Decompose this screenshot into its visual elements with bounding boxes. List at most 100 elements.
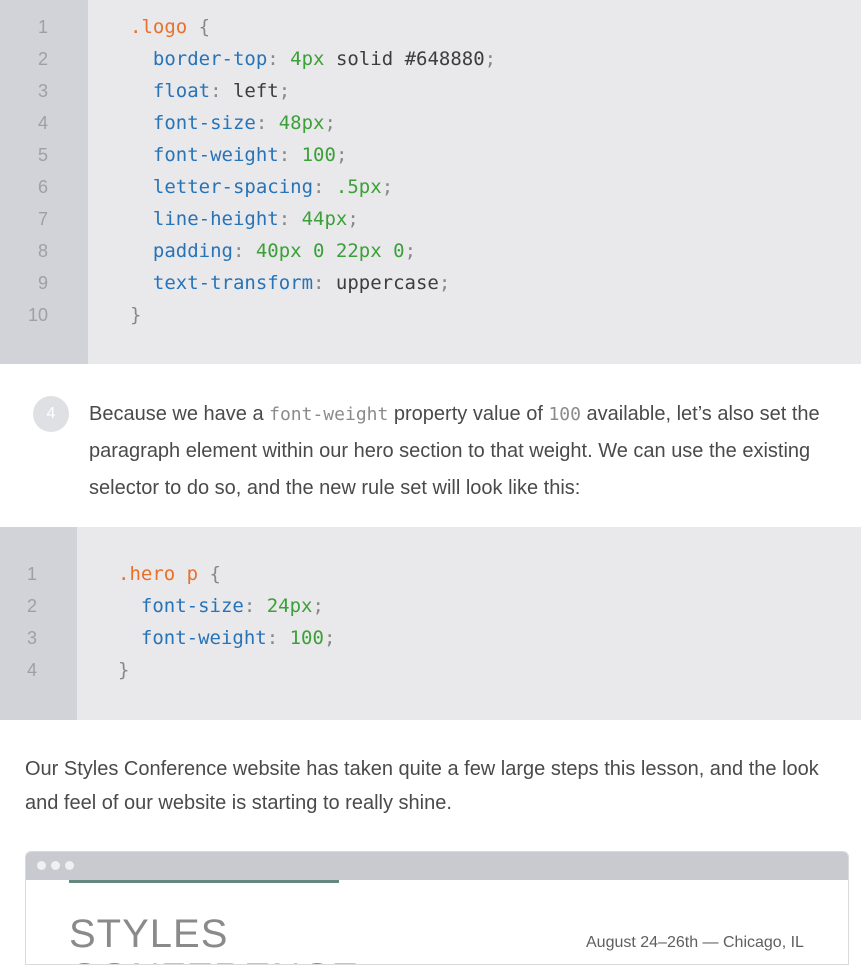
code-token: ;: [438, 272, 451, 294]
step-text-part: property value of: [388, 403, 549, 425]
code-line: 8 padding: 40px 0 22px 0;: [0, 235, 861, 267]
code-token: :: [243, 595, 267, 617]
code-text: }: [130, 299, 141, 331]
code-line: 3 font-weight: 100;: [0, 622, 861, 654]
line-number: 9: [37, 273, 48, 293]
code-text: }: [118, 654, 129, 686]
code-token: float: [130, 80, 211, 102]
code-token: [198, 563, 209, 585]
code-token: text-transform: [130, 272, 314, 294]
code-text: text-transform: uppercase;: [130, 267, 450, 299]
code-token: ;: [312, 595, 324, 617]
code-token: ;: [347, 208, 359, 230]
code-token: :: [278, 144, 302, 166]
code-token: .hero p: [118, 563, 199, 585]
code-token: [187, 16, 198, 38]
code-token: ;: [381, 176, 394, 198]
code-text: .hero p {: [118, 558, 221, 590]
code-token: ;: [484, 48, 497, 70]
code-token: line-height: [130, 208, 279, 230]
code-token: .5px: [335, 176, 382, 198]
window-dot-icon: [65, 861, 74, 870]
code-token: :: [267, 48, 291, 70]
code-text: .logo {: [130, 11, 210, 43]
line-number: 2: [26, 596, 37, 616]
code-line: 6 letter-spacing: .5px;: [0, 171, 861, 203]
code-token: letter-spacing: [130, 176, 314, 198]
code-token: uppercase: [335, 272, 439, 294]
code-token: :: [255, 112, 279, 134]
logo-line-1: STYLES: [69, 912, 229, 956]
line-number: 3: [26, 628, 37, 648]
code-text: font-weight: 100;: [118, 622, 336, 654]
code-token: 100: [301, 144, 336, 166]
code-token: }: [130, 304, 142, 326]
code-token: ;: [335, 144, 348, 166]
code-line: 2 border-top: 4px solid #648880;: [0, 43, 861, 75]
code-line: 10}: [0, 299, 861, 331]
site-logo[interactable]: STYLES CONFERENCE: [69, 912, 359, 964]
code-token: font-size: [118, 595, 244, 617]
code-token: :: [313, 176, 336, 198]
code-token: padding: [130, 240, 233, 262]
code-token: :: [313, 272, 336, 294]
code-token: :: [232, 240, 256, 262]
code-token: :: [278, 208, 302, 230]
browser-title-bar: [26, 852, 848, 880]
code-token: ;: [324, 112, 336, 134]
code-token: font-weight: [130, 144, 279, 166]
event-date-location: August 24–26th — Chicago, IL: [586, 934, 804, 951]
line-number: 4: [26, 660, 37, 680]
line-number: 10: [27, 305, 48, 325]
code-block-logo: 1.logo {2 border-top: 4px solid #648880;…: [0, 0, 861, 364]
code-token: 4px: [290, 48, 325, 70]
code-token: .logo: [130, 16, 188, 38]
code-token: solid #648880: [324, 48, 485, 70]
code-token: font-size: [130, 112, 256, 134]
step-number-badge: 4: [33, 396, 69, 432]
code-token: font-weight: [118, 627, 267, 649]
code-line: 9 text-transform: uppercase;: [0, 267, 861, 299]
code-token: 44px: [301, 208, 348, 230]
code-text: letter-spacing: .5px;: [130, 171, 393, 203]
code-line: 7 line-height: 44px;: [0, 203, 861, 235]
code-text: border-top: 4px solid #648880;: [130, 43, 496, 75]
code-line: 4 font-size: 48px;: [0, 107, 861, 139]
line-number: 2: [37, 49, 48, 69]
code-token: left: [232, 80, 279, 102]
code-token: :: [210, 80, 233, 102]
line-number: 8: [37, 241, 48, 261]
code-text: padding: 40px 0 22px 0;: [130, 235, 416, 267]
inline-code: font-weight: [269, 404, 389, 425]
code-token: ;: [404, 240, 417, 262]
code-text: font-size: 24px;: [118, 590, 324, 622]
window-dot-icon: [51, 861, 60, 870]
code-line: 5 font-weight: 100;: [0, 139, 861, 171]
code-token: }: [118, 659, 130, 681]
code-token: 24px: [266, 595, 313, 617]
step-instruction: Because we have a font-weight property v…: [89, 396, 859, 507]
website-preview: STYLES CONFERENCE August 24–26th — Chica…: [25, 851, 849, 965]
step-text-part: Because we have a: [89, 403, 270, 425]
code-token: ;: [323, 627, 336, 649]
window-dot-icon: [37, 861, 46, 870]
code-token: :: [266, 627, 290, 649]
logo-line-2: CONFERENCE: [69, 956, 359, 964]
code-line: 4}: [0, 654, 861, 686]
code-token: {: [209, 563, 221, 585]
line-number: 5: [37, 145, 48, 165]
line-number: 1: [37, 17, 48, 37]
logo-border-top: [69, 880, 339, 883]
line-number: 6: [37, 177, 48, 197]
code-text: font-weight: 100;: [130, 139, 348, 171]
code-line: 1 .hero p {: [0, 558, 861, 590]
code-text: float: left;: [130, 75, 290, 107]
line-number-gutter: [0, 527, 77, 720]
code-token: 48px: [278, 112, 325, 134]
code-line: 3 float: left;: [0, 75, 861, 107]
code-token: border-top: [130, 48, 268, 70]
body-paragraph: Our Styles Conference website has taken …: [25, 758, 819, 814]
inline-code: 100: [548, 404, 581, 425]
code-block-hero: 1.hero p {2 font-size: 24px;3 font-weigh…: [0, 527, 861, 720]
line-number: 1: [26, 564, 37, 584]
